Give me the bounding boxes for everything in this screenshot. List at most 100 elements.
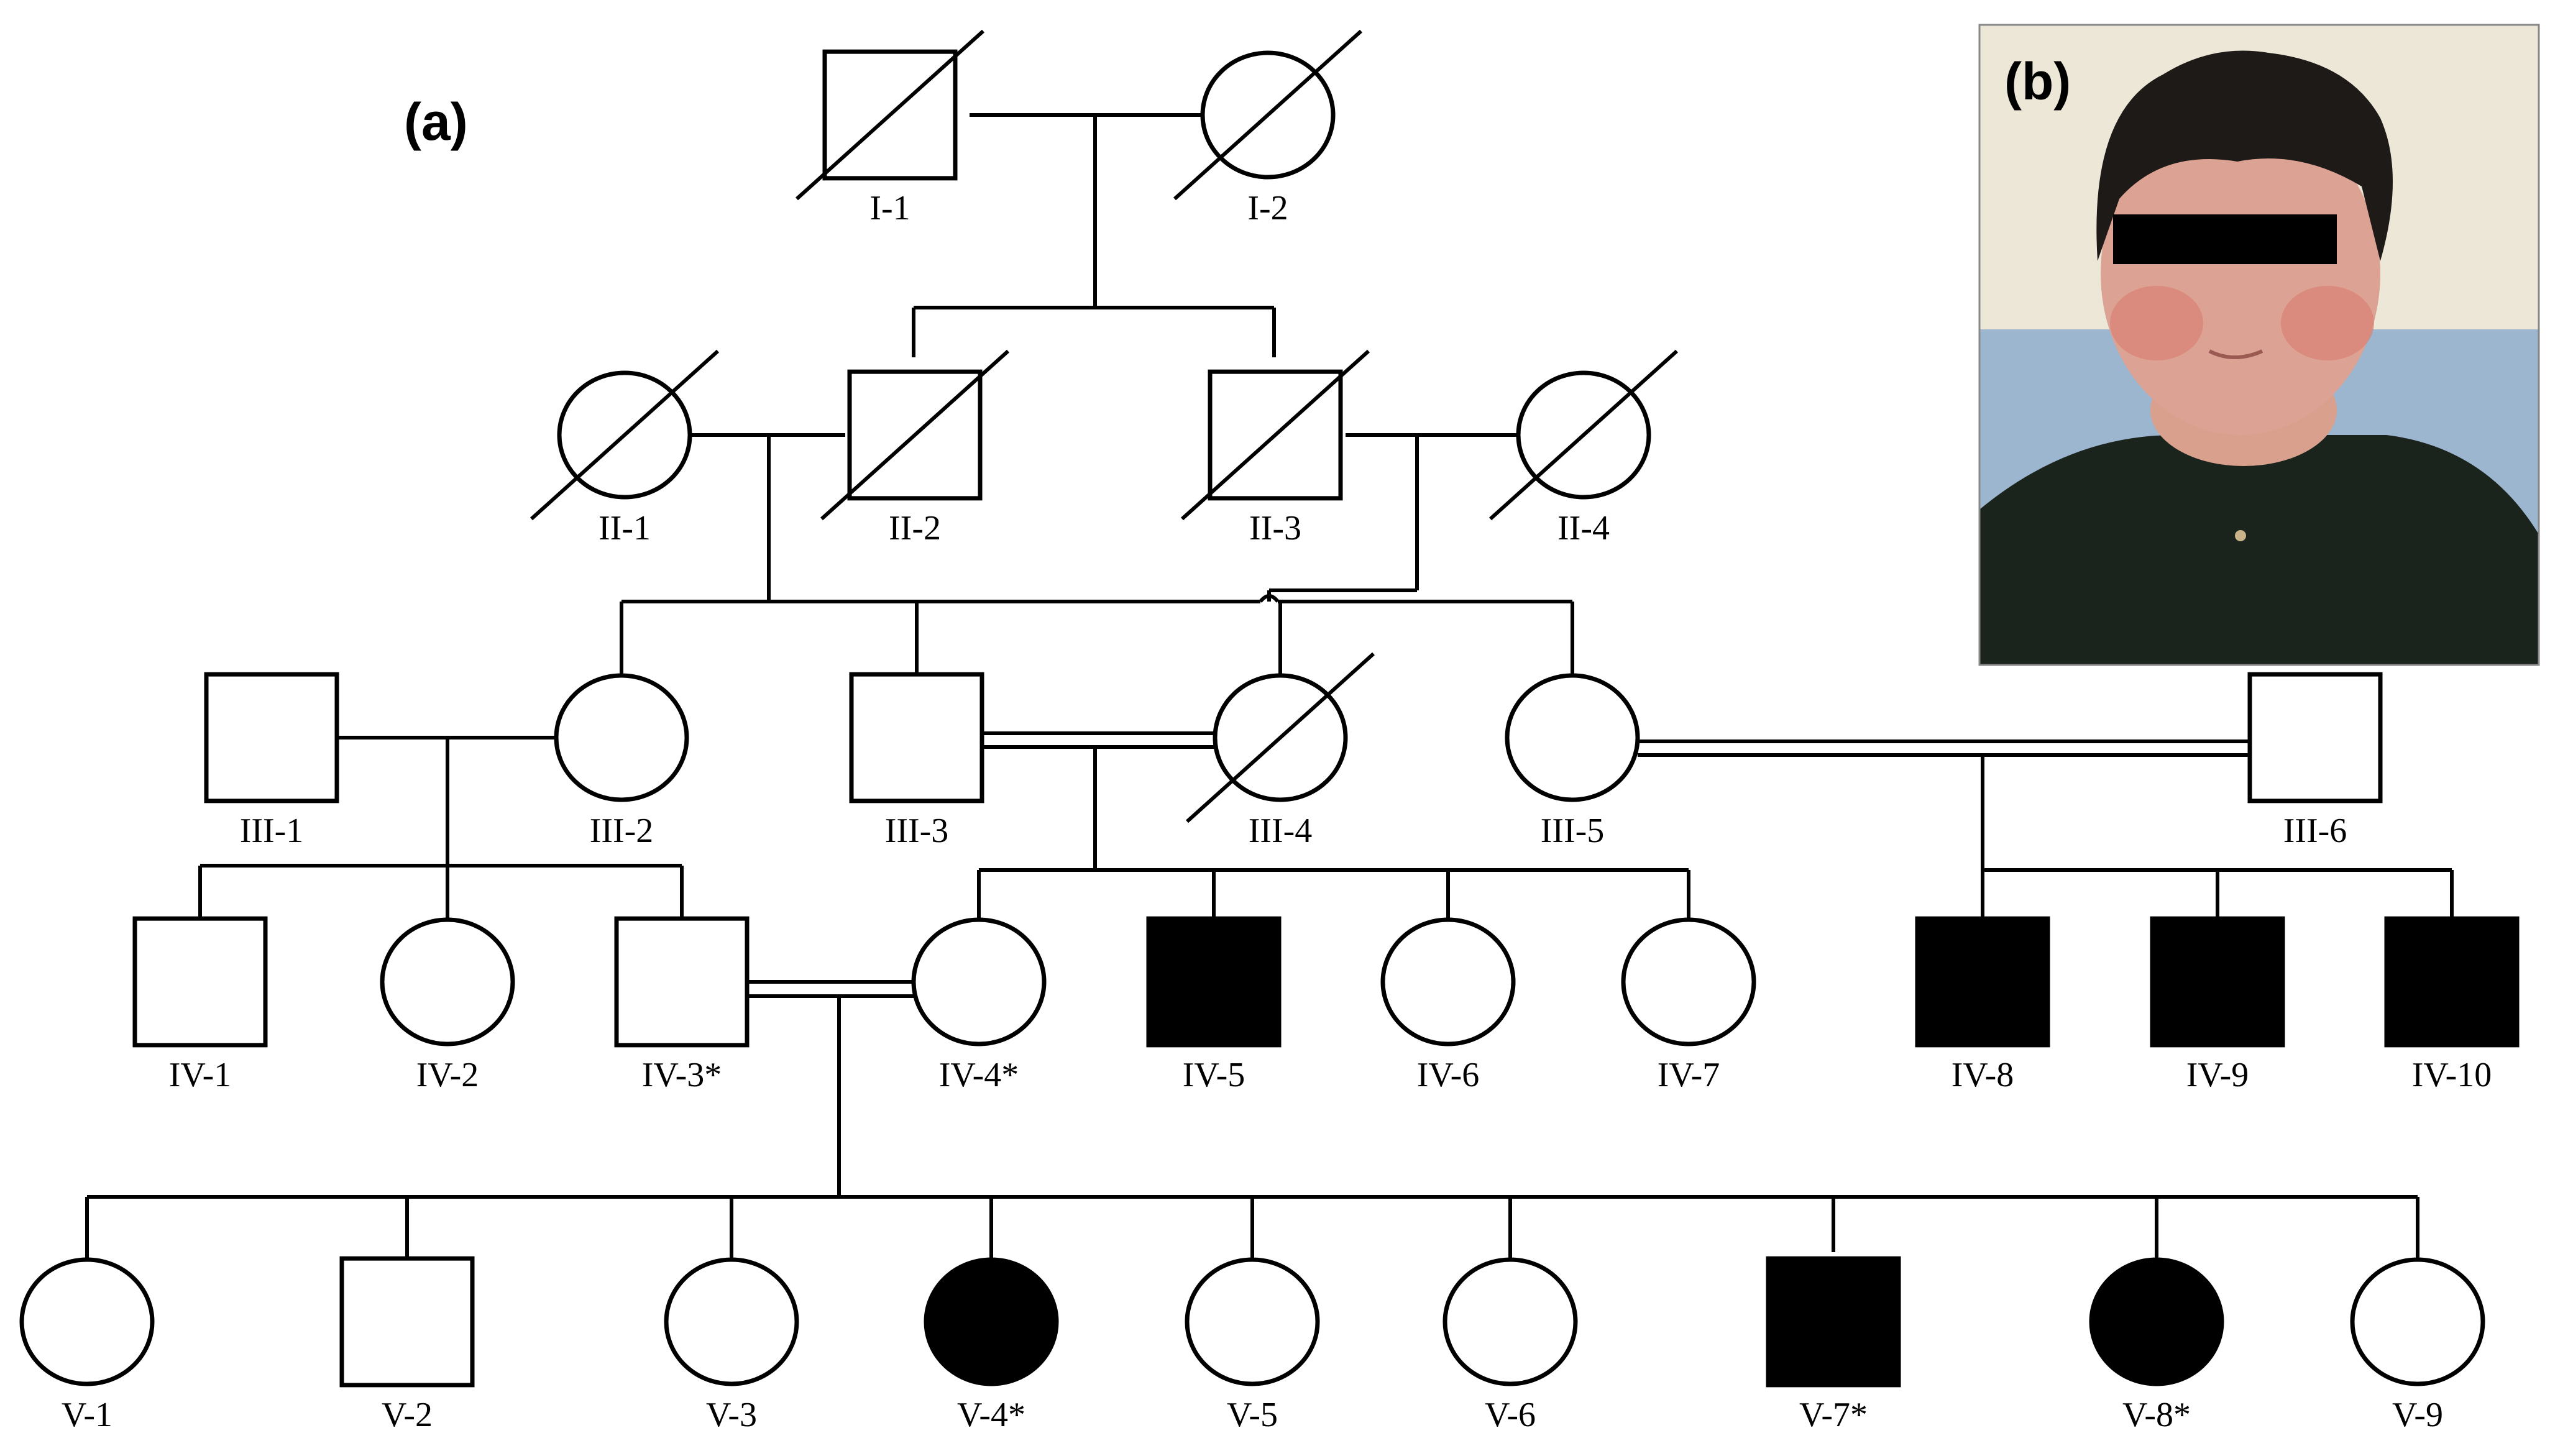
male-square-iv-1 bbox=[132, 916, 268, 1048]
individual-iv-3: IV-3* bbox=[614, 916, 750, 1094]
label-iv-10: IV-10 bbox=[2412, 1056, 2492, 1094]
label-iii-4: III-4 bbox=[1249, 812, 1313, 850]
individual-iv-1: IV-1 bbox=[132, 916, 268, 1094]
individual-iv-6: IV-6 bbox=[1380, 917, 1516, 1094]
label-iv-6: IV-6 bbox=[1417, 1056, 1480, 1094]
label-iv-7: IV-7 bbox=[1658, 1056, 1720, 1094]
female-circle-v-8 bbox=[2089, 1257, 2224, 1386]
male-square-ii-2 bbox=[847, 369, 983, 501]
female-circle-iv-7 bbox=[1621, 917, 1756, 1046]
label-i-1: I-1 bbox=[869, 189, 910, 227]
individual-iv-4: IV-4* bbox=[911, 917, 1047, 1094]
label-ii-3: II-3 bbox=[1249, 509, 1301, 547]
individual-iv-2: IV-2 bbox=[380, 917, 515, 1094]
label-v-4: V-4* bbox=[957, 1396, 1025, 1434]
label-iii-1: III-1 bbox=[240, 812, 304, 850]
individual-v-8: V-8* bbox=[2089, 1257, 2224, 1434]
individual-ii-1: II-1 bbox=[530, 349, 720, 547]
individual-v-9: V-9 bbox=[2350, 1257, 2485, 1434]
label-ii-1: II-1 bbox=[599, 509, 651, 547]
label-iv-4: IV-4* bbox=[939, 1056, 1019, 1094]
individual-iii-5: III-5 bbox=[1505, 673, 1640, 850]
male-square-v-7 bbox=[1766, 1256, 1901, 1388]
photo-cheek-left bbox=[2110, 286, 2203, 360]
panel-label-b: (b) bbox=[2004, 52, 2071, 111]
male-square-iii-1 bbox=[204, 672, 339, 804]
individual-v-7: V-7* bbox=[1766, 1256, 1901, 1434]
female-circle-iv-4 bbox=[911, 917, 1047, 1046]
female-circle-v-1 bbox=[19, 1257, 155, 1386]
male-square-iv-3 bbox=[614, 916, 750, 1048]
deceased-slash-ii-4 bbox=[1488, 349, 1679, 521]
individual-iii-6: III-6 bbox=[2247, 672, 2383, 850]
label-v-1: V-1 bbox=[62, 1396, 112, 1434]
label-iv-1: IV-1 bbox=[169, 1056, 232, 1094]
deceased-slash-iii-4 bbox=[1185, 652, 1375, 823]
male-square-iv-5 bbox=[1146, 916, 1282, 1048]
photo-hair bbox=[2096, 50, 2393, 262]
individual-iv-9: IV-9 bbox=[2150, 916, 2285, 1094]
deceased-slash-ii-3 bbox=[1180, 349, 1370, 521]
label-iv-9: IV-9 bbox=[2186, 1056, 2249, 1094]
label-v-6: V-6 bbox=[1485, 1396, 1536, 1434]
label-v-8: V-8* bbox=[2122, 1396, 2191, 1434]
photo-cheek-right bbox=[2281, 286, 2374, 360]
individual-iii-1: III-1 bbox=[204, 672, 339, 850]
individual-iv-8: IV-8 bbox=[1915, 916, 2050, 1094]
label-iii-2: III-2 bbox=[590, 812, 654, 850]
female-circle-v-9 bbox=[2350, 1257, 2485, 1386]
female-circle-iii-5 bbox=[1505, 673, 1640, 802]
label-v-3: V-3 bbox=[706, 1396, 757, 1434]
photo-torso bbox=[1979, 435, 2539, 665]
male-square-iv-8 bbox=[1915, 916, 2050, 1048]
individual-iv-7: IV-7 bbox=[1621, 917, 1756, 1094]
label-v-5: V-5 bbox=[1227, 1396, 1278, 1434]
individual-iv-5: IV-5 bbox=[1146, 916, 1282, 1094]
label-ii-4: II-4 bbox=[1557, 509, 1610, 547]
female-circle-v-4 bbox=[924, 1257, 1059, 1386]
photo-mouth bbox=[2208, 349, 2263, 359]
photo-button bbox=[2235, 530, 2246, 541]
female-circle-iii-2 bbox=[554, 673, 689, 802]
male-square-iii-3 bbox=[849, 672, 984, 804]
individual-iii-4: III-4 bbox=[1185, 652, 1375, 850]
label-ii-2: II-2 bbox=[889, 509, 941, 547]
individual-iii-2: III-2 bbox=[554, 673, 689, 850]
label-iii-6: III-6 bbox=[2283, 812, 2347, 850]
male-square-iv-10 bbox=[2384, 916, 2520, 1048]
individual-i-2: I-2 bbox=[1173, 29, 1363, 227]
female-circle-v-3 bbox=[664, 1257, 799, 1386]
individual-iii-3: III-3 bbox=[849, 672, 984, 850]
male-square-iv-9 bbox=[2150, 916, 2285, 1048]
individual-v-5: V-5 bbox=[1185, 1257, 1320, 1434]
deceased-slash-i-2 bbox=[1173, 29, 1363, 201]
individual-ii-3: II-3 bbox=[1180, 349, 1370, 547]
individual-ii-4: II-4 bbox=[1488, 349, 1679, 547]
patient-photo: (b) bbox=[1978, 24, 2540, 666]
pedigree-lines bbox=[85, 113, 2454, 1261]
individual-v-2: V-2 bbox=[339, 1256, 475, 1434]
male-square-v-2 bbox=[339, 1256, 475, 1388]
individual-iv-10: IV-10 bbox=[2384, 916, 2520, 1094]
label-v-2: V-2 bbox=[382, 1396, 433, 1434]
individual-v-1: V-1 bbox=[19, 1257, 155, 1434]
deceased-slash-i-1 bbox=[795, 29, 985, 201]
individual-v-3: V-3 bbox=[664, 1257, 799, 1434]
label-v-9: V-9 bbox=[2392, 1396, 2443, 1434]
label-iv-2: IV-2 bbox=[416, 1056, 479, 1094]
panel-label-a: (a) bbox=[404, 93, 468, 151]
deceased-slash-ii-2 bbox=[820, 349, 1010, 521]
male-square-iii-6 bbox=[2247, 672, 2383, 804]
individual-v-6: V-6 bbox=[1442, 1257, 1578, 1434]
label-v-7: V-7* bbox=[1799, 1396, 1868, 1434]
label-iv-3: IV-3* bbox=[642, 1056, 722, 1094]
label-iii-3: III-3 bbox=[885, 812, 949, 850]
individual-i-1: I-1 bbox=[795, 29, 985, 227]
female-circle-iv-2 bbox=[380, 917, 515, 1046]
female-circle-v-6 bbox=[1442, 1257, 1578, 1386]
individual-ii-2: II-2 bbox=[820, 349, 1010, 547]
label-i-2: I-2 bbox=[1247, 189, 1288, 227]
label-iii-5: III-5 bbox=[1541, 812, 1605, 850]
